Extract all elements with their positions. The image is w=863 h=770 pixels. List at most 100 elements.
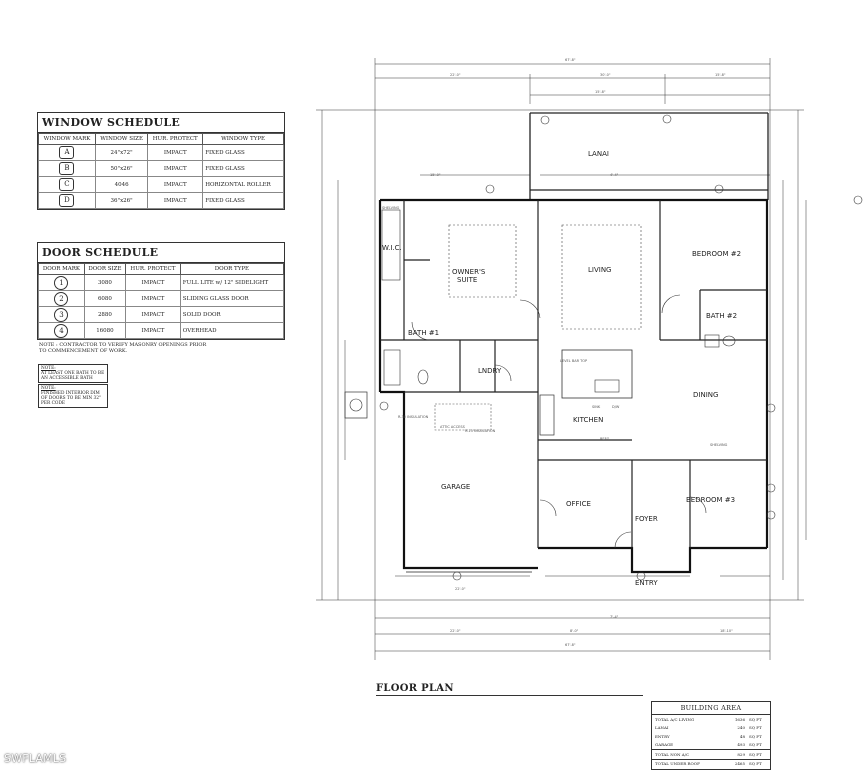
wic-shelving (381, 209, 401, 281)
hurricane-protect: IMPACT (147, 176, 204, 193)
note-title: NOTE: (41, 386, 56, 391)
floor-plan-title: FLOOR PLAN (376, 683, 454, 694)
title-underline (376, 695, 643, 696)
interior-walls (380, 200, 767, 548)
dimension-lines (316, 58, 807, 660)
svg-text:22'-0": 22'-0" (450, 73, 461, 77)
note-text: FINISHED INTERIOR DIM OF DOORS TO BE MIN… (41, 391, 101, 406)
note-title: NOTE: (41, 366, 56, 371)
level-bar-label: LEVEL BAR TOP (560, 359, 587, 363)
toilet-icon (722, 335, 736, 347)
toilet-icon (417, 369, 429, 385)
window-mark-d: D (59, 194, 75, 207)
door-mark-3: 3 (54, 307, 69, 322)
room-bedroom-2: BEDROOM #2 (692, 250, 741, 258)
window-mark-c: C (59, 178, 75, 191)
svg-text:8'-0": 8'-0" (570, 629, 579, 633)
door-mark-4: 4 (54, 323, 69, 338)
window-schedule-title: WINDOW SCHEDULE (38, 113, 284, 133)
window-size: 36"x26" (94, 192, 149, 209)
accessible-bath-note: NOTE: AT LEAST ONE BATH TO BE AN ACCESSI… (38, 364, 108, 383)
room-entry: ENTRY (635, 579, 658, 587)
door-swings (411, 294, 707, 549)
room-bedroom-3: BEDROOM #3 (686, 496, 735, 504)
svg-text:67'-8": 67'-8" (565, 58, 576, 62)
note-text: AT LEAST ONE BATH TO BE AN ACCESSIBLE BA… (41, 371, 105, 381)
table-row: 2 6080 IMPACT SLIDING GLASS DOOR (38, 290, 285, 307)
contractor-note: NOTE : CONTRACTOR TO VERIFY MASONRY OPEN… (39, 342, 207, 354)
table-row: 1 3080 IMPACT FULL LITE w/ 12" SIDELIGHT (38, 274, 285, 291)
svg-text:18'-10": 18'-10" (720, 629, 733, 633)
door-mark-2: 2 (54, 291, 69, 306)
window-schedule-table: WINDOW MARK WINDOW SIZE HUR. PROTECT WIN… (38, 133, 284, 209)
insulation-label: R-15 INSULATION (465, 429, 496, 433)
door-mark-1: 1 (54, 275, 69, 290)
watermark: SWFLAMLS (4, 752, 67, 765)
door-size: 16080 (83, 322, 127, 339)
shower (383, 349, 401, 386)
svg-text:15'-0": 15'-0" (430, 173, 441, 177)
svg-text:67'-8": 67'-8" (565, 643, 576, 647)
insulation-label: R-30 INSULATION (398, 415, 429, 419)
door-tags (379, 114, 863, 581)
room-bath-2: BATH #2 (706, 312, 737, 320)
lanai-outline (529, 112, 769, 200)
shelving-label: SHELVING (710, 443, 728, 447)
svg-text:15'-8": 15'-8" (595, 90, 606, 94)
room-laundry: LNDRY (478, 367, 502, 375)
room-lanai: LANAI (588, 150, 609, 158)
room-living: LIVING (588, 266, 611, 274)
dimension-texts: 67'-8" 22'-0" 30'-0" 15'-8" 15'-8" 15'-0… (430, 58, 733, 647)
room-kitchen: KITCHEN (573, 416, 603, 424)
svg-text:7'-4": 7'-4" (610, 615, 619, 619)
door-width-note: NOTE: FINISHED INTERIOR DIM OF DOORS TO … (38, 384, 108, 408)
shelving-label: SHELVING (382, 206, 400, 210)
room-owners-suite: OWNER'S (452, 268, 486, 276)
table-row: A 24"x72" IMPACT FIXED GLASS (38, 144, 284, 161)
window-mark-a: A (59, 146, 75, 159)
sink-label: SINK (592, 405, 601, 409)
svg-text:30'-0": 30'-0" (600, 73, 611, 77)
room-garage: GARAGE (441, 483, 470, 491)
dw-label: D/W (612, 405, 620, 409)
table-row: B 50"x26" IMPACT FIXED GLASS (38, 160, 284, 177)
svg-text:22'-0": 22'-0" (450, 629, 461, 633)
door-type: OVERHEAD (179, 322, 285, 339)
building-area-title: BUILDING AREA (652, 702, 770, 715)
room-bath-1: BATH #1 (408, 329, 439, 337)
window-schedule: WINDOW SCHEDULE WINDOW MARK WINDOW SIZE … (37, 112, 285, 210)
room-owners-suite-2: SUITE (457, 276, 477, 284)
hurricane-protect: IMPACT (147, 192, 204, 209)
svg-text:15'-8": 15'-8" (715, 73, 726, 77)
room-wic: W.I.C. (382, 244, 402, 252)
window-type: FIXED GLASS (202, 192, 284, 209)
attic-access (434, 403, 492, 431)
exterior-walls (378, 198, 769, 574)
room-dining: DINING (693, 391, 718, 399)
attic-label: ATTIC ACCESS (440, 425, 466, 429)
svg-text:22'-0": 22'-0" (455, 587, 466, 591)
refg-label: REFG (600, 437, 610, 441)
room-labels: LANAI LIVING OWNER'S SUITE BEDROOM #2 BA… (382, 150, 741, 587)
range (539, 394, 555, 436)
vanity (704, 334, 720, 348)
table-row: 3 2880 IMPACT SOLID DOOR (38, 306, 285, 323)
fan-icon (349, 398, 363, 412)
door-schedule: DOOR SCHEDULE DOOR MARK DOOR SIZE HUR. P… (37, 242, 285, 340)
door-schedule-title: DOOR SCHEDULE (38, 243, 284, 263)
plan-annotations: SHELVING SHELVING R-30 INSULATION R-15 I… (382, 206, 728, 447)
ac-unit (344, 391, 368, 419)
door-schedule-table: DOOR MARK DOOR SIZE HUR. PROTECT DOOR TY… (38, 263, 285, 339)
table-row: 4 16080 IMPACT OVERHEAD (38, 322, 285, 339)
owners-tray-ceiling (448, 224, 517, 298)
sink (594, 379, 620, 393)
room-foyer: FOYER (635, 515, 658, 523)
room-office: OFFICE (566, 500, 591, 508)
